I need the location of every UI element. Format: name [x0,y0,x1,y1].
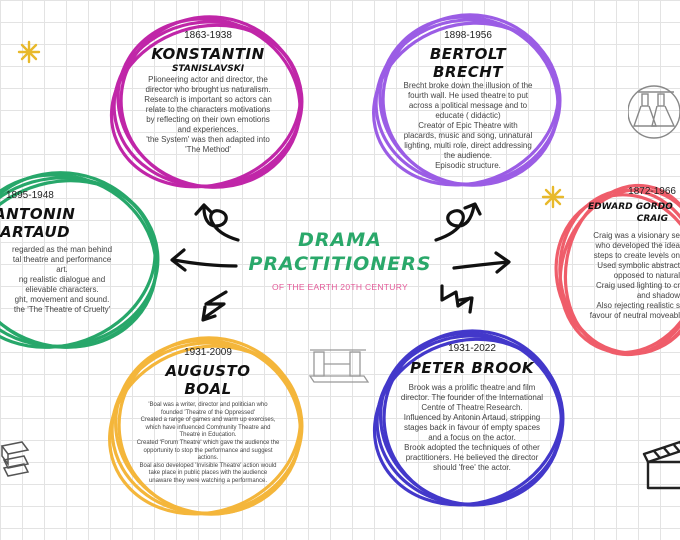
description: Brecht broke down the illusion of the fo… [388,81,548,171]
title-line-1: DRAMA [298,229,382,251]
text-line: ng realistic dialogue and [18,275,106,284]
text-line: Episodic structure. [435,161,501,170]
text-line: the audience. [443,151,493,160]
stage-icon [308,349,370,383]
text-line: fourth wall. He used theatre to put [407,91,529,100]
text-line: Theatre in Education. [179,432,237,439]
text-line: Centre of Theatre Research. [421,403,523,412]
name-line-1: EDWARD GORDO [588,202,673,212]
text-line: which have influenced Community Theatre … [145,424,271,431]
text-line: Research is important so actors can [144,95,272,104]
text-line: take place in public places with the aud… [148,470,268,477]
description: Plioneering actor and director, the dire… [128,75,288,155]
text-line: educate ( didactic) [435,111,501,120]
text-line: 'Boal was a writer, director and politic… [148,402,268,408]
description: Brook was a prolific theatre and film di… [392,383,552,473]
text-line: the 'The Theatre of Cruelty' [13,305,111,314]
subname: STANISLAVSKI [171,64,245,74]
text-line: art. [56,265,68,274]
text-line: and shadow [636,291,680,300]
main-title: DRAMA PRACTITIONERS [240,228,440,276]
text-line: stages back in favour of empty spaces [403,423,541,432]
name-line-2: BRECHT [432,63,504,81]
text-line: across a political message and to [408,101,528,110]
text-line: Created 'Forum Theatre' which gave the a… [136,439,280,446]
text-line: should 'free' the actor. [433,463,511,472]
dates: 1895-1948 [6,190,54,201]
text-line: by reflecting on their own emotions [146,115,270,124]
name-line-1: AUGUSTO [165,362,251,380]
text-line: opportunity to stop the performance and … [143,447,273,454]
text-line: Used symbolic abstract [597,261,680,270]
text-line: who developed the idea [595,241,680,250]
arrow-brecht-icon [434,202,482,242]
text-line: Boal also developed 'Invisible Theatre' … [139,462,277,469]
text-line: relate to the characters motivations [145,105,271,114]
card-boal: 1931-2009 AUGUSTO BOAL 'Boal was a write… [128,347,288,486]
dates: 1863-1938 [184,30,232,41]
name-line-1: ANTONIN [0,205,76,223]
clapperboard-icon [642,440,680,490]
text-line: ght, movement and sound. [14,295,110,304]
text-line: practitioners. He believed the director [405,453,539,462]
arrow-stanislavski-icon [194,203,240,242]
description: regarded as the man behind tal theatre a… [0,245,124,315]
card-craig: 1872-1966 EDWARD GORDO CRAIG Craig was a… [574,186,680,321]
card-artaud: 1895-1948 ANTONIN ARTAUD regarded as the… [0,190,124,315]
text-line: lighting, multi role, direct addressing [404,141,532,150]
name-line-2: BOAL [184,380,232,398]
text-line: 'the System' was then adapted into [146,135,270,144]
card-brecht: 1898-1956 BERTOLT BRECHT Brecht broke do… [388,30,548,171]
text-line: Brecht broke down the illusion of the [403,81,533,90]
text-line: unaware they were watching a performance… [148,477,268,484]
name: KONSTANTIN [151,45,265,63]
text-line: steps to create levels on [593,251,680,260]
text-line: favour of neutral moveabl [589,311,680,320]
card-brook: 1931-2022 PETER BROOK Brook was a prolif… [392,343,552,473]
text-line: Created a range of games and warm up exe… [140,417,276,424]
text-line: tal theatre and performance [12,255,112,264]
name-line-2: ARTAUD [0,223,71,241]
title-line-2: PRACTITIONERS [248,253,432,275]
dates: 1898-1956 [444,30,492,41]
stage-lights-icon [628,85,680,139]
text-line: elievable characters. [25,285,99,294]
dates: 1931-2022 [448,343,496,354]
text-line: and a focus on the actor. [428,433,516,442]
text-line: regarded as the man behind [11,245,113,254]
text-line: director. The founder of the Internation… [400,393,544,402]
text-line: Creator of Epic Theatre with [418,121,518,130]
sparkle-icon [541,185,565,209]
text-line: and experiences. [177,125,239,134]
text-line: Influenced by Antonin Artaud, stripping [403,413,541,422]
text-line: Craig was a visionary se [593,231,680,240]
text-line: opposed to natural [613,271,680,280]
arrow-craig-icon [452,251,511,274]
text-line: 'The Method' [185,145,231,154]
sparkle-icon [17,40,41,64]
arrow-boal-icon [201,290,228,322]
name-line-1: BERTOLT [429,45,507,63]
text-line: founded 'Theatre of the Oppressed' [160,409,256,416]
books-icon [0,441,30,477]
dates: 1931-2009 [184,347,232,358]
text-line: director who brought us naturalism. [145,85,271,94]
text-line: Also rejecting realistic s [596,301,680,310]
name-line-2: CRAIG [636,214,668,224]
text-line: placards, music and song, unnatural [403,131,533,140]
dates: 1872-1966 [628,186,676,197]
text-line: Brook adopted the techniques of other [404,443,540,452]
subtitle: OF THE EARTH 20TH CENTURY [272,282,408,292]
text-line: Plioneering actor and director, the [148,75,268,84]
name: PETER BROOK [409,359,535,377]
card-stanislavski: 1863-1938 KONSTANTIN STANISLAVSKI Plione… [128,30,288,155]
description: 'Boal was a writer, director and politic… [128,402,288,486]
text-line: Brook was a prolific theatre and film [408,383,536,392]
text-line: Craig used lighting to cr [595,281,680,290]
description: Craig was a visionary se who developed t… [574,231,680,321]
text-line: actions. [197,455,219,462]
arrow-artaud-icon [170,248,238,272]
